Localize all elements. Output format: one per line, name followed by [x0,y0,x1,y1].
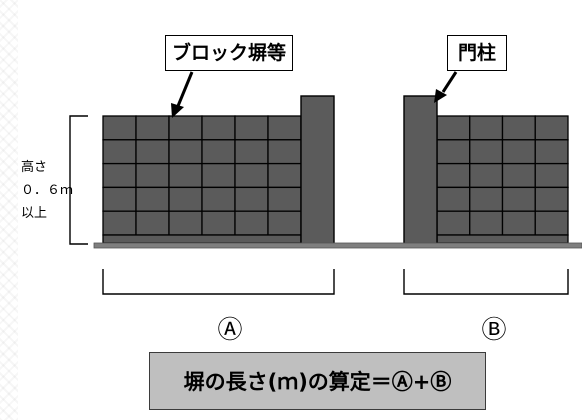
wall-block [267,210,302,236]
wall-block [267,162,302,189]
height-bracket [69,115,88,245]
wall-block [135,210,170,236]
wall-block [102,186,137,212]
length-bracket-b [403,269,569,295]
wall-block [102,139,137,165]
wall-block [501,139,536,165]
gate-pillar-b [403,95,438,245]
wall-block [267,186,302,212]
wall-block [135,115,170,141]
wall-block [168,139,203,165]
wall-block [436,162,471,189]
ground-line [93,242,582,249]
wall-block [102,210,137,236]
wall-block [469,186,504,212]
wall-block [436,186,471,212]
wall-block [534,186,569,212]
wall-block [436,210,471,236]
wall-block [436,139,471,165]
height-label-line-3: 以上 [21,206,48,221]
wall-block [501,186,536,212]
height-label-line-2: ０．６ｍ [21,183,74,198]
wall-block [102,162,137,189]
wall-block [168,186,203,212]
left-edge-texture [0,0,18,420]
wall-block [534,139,569,165]
wall-block [234,139,269,165]
wall-block [469,115,504,141]
wall-block [234,115,269,141]
wall-block [102,115,137,141]
wall-block [469,210,504,236]
wall-block [267,115,302,141]
wall-block [201,210,236,236]
wall-block [534,162,569,189]
block-wall-label: ブロック塀等 [165,35,293,71]
wall-block [135,186,170,212]
segment-b-label: Ⓑ [481,315,507,344]
wall-block [234,210,269,236]
label-a-pointer-line [176,71,194,107]
label-b-pointer-head [434,89,447,103]
wall-block [168,162,203,189]
wall-block [436,115,471,141]
wall-block [234,186,269,212]
wall-block [534,210,569,236]
wall-base-course [436,234,569,244]
wall-block [168,210,203,236]
length-bracket-a [102,269,335,295]
wall-block [469,162,504,189]
block-wall-a [102,115,302,244]
gate-pillar-a [300,95,335,245]
wall-block [534,115,569,141]
length-formula-box: 塀の長さ(ｍ)の算定＝Ⓐ+Ⓑ [149,352,486,410]
block-wall-b [436,115,569,244]
wall-block [201,186,236,212]
wall-block [501,210,536,236]
wall-block [234,162,269,189]
wall-base-course [102,234,302,244]
wall-block [267,139,302,165]
wall-block [201,139,236,165]
wall-block [201,115,236,141]
wall-block [469,139,504,165]
wall-block [135,139,170,165]
wall-block [201,162,236,189]
wall-block [135,162,170,189]
label-a-pointer-head [171,103,184,118]
label-b-pointer-line [441,71,458,93]
gate-pillar-label: 門柱 [447,35,507,71]
wall-block [501,115,536,141]
segment-a-label: Ⓐ [217,315,243,344]
wall-block [168,115,203,141]
height-label-line-1: 高さ [21,160,48,175]
wall-block [501,162,536,189]
